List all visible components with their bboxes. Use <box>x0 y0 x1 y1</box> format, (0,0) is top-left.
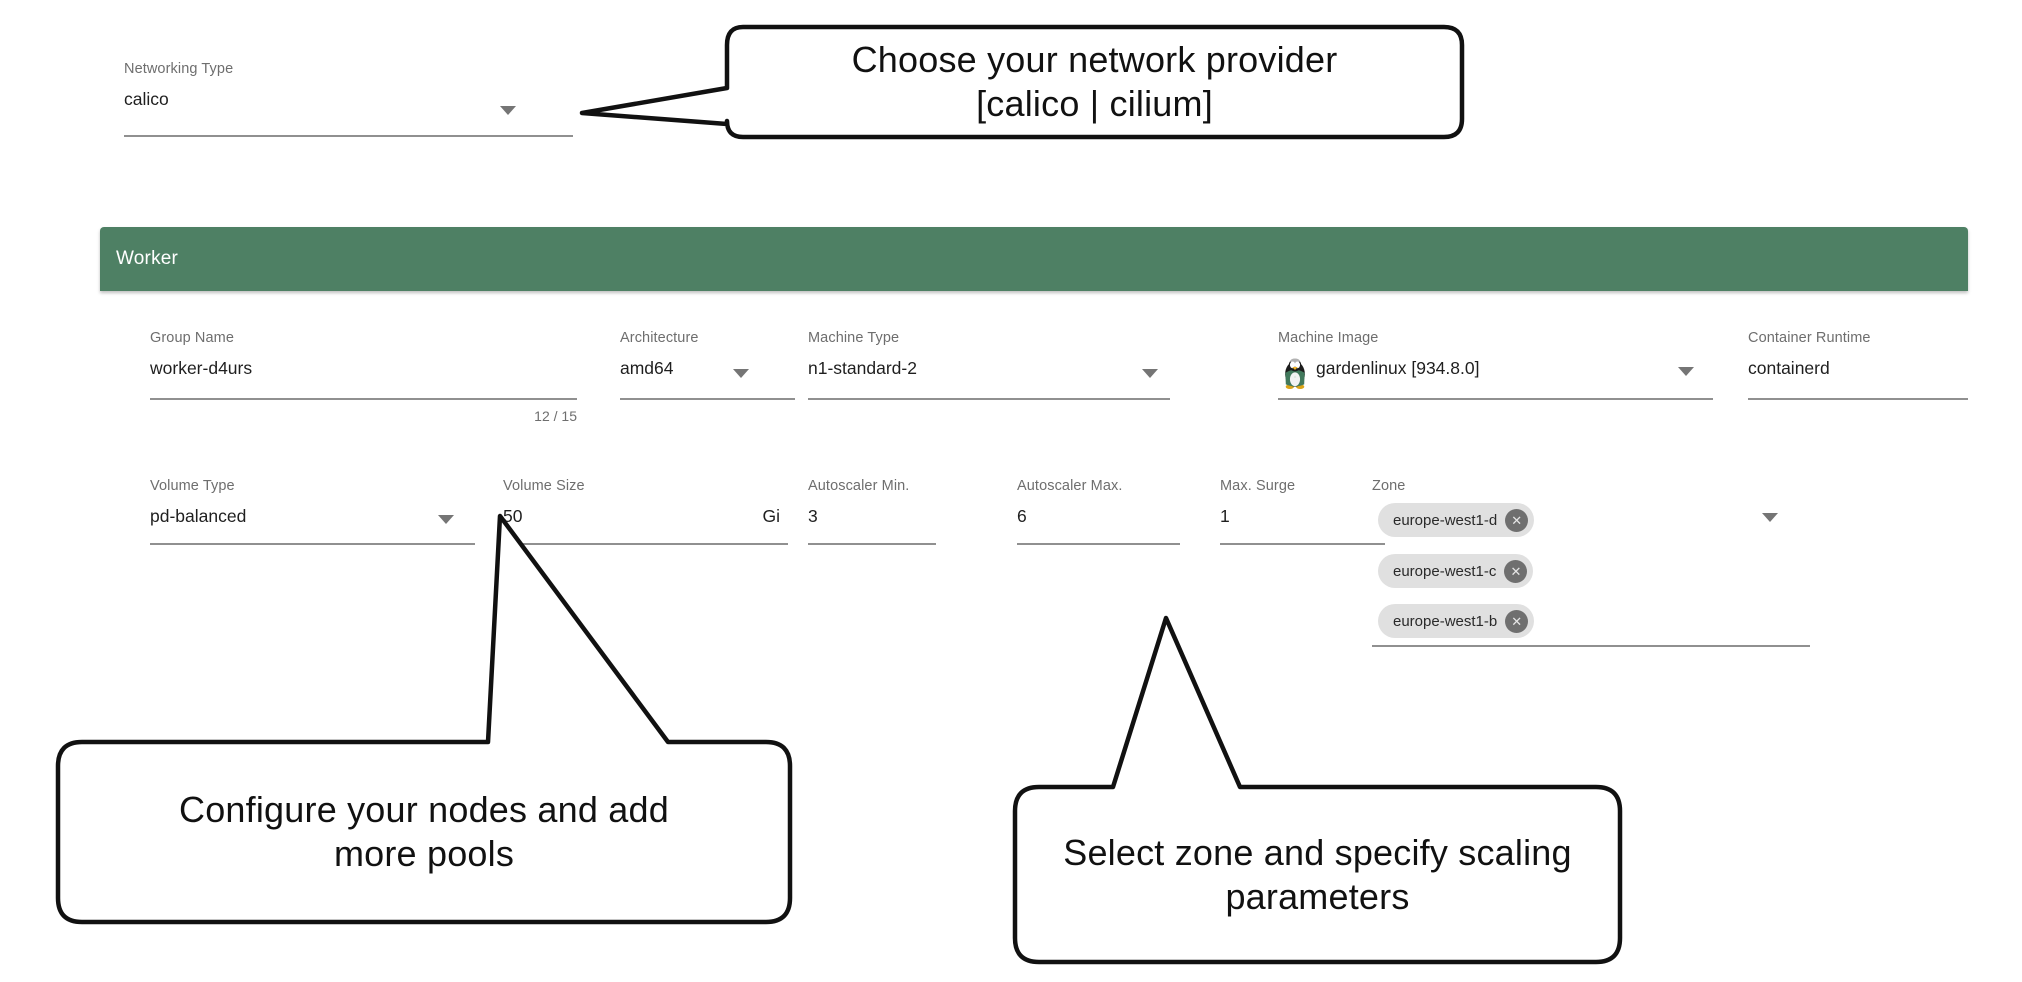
volume-type-value: pd-balanced <box>150 506 247 526</box>
machine-image-value: gardenlinux [934.8.0] <box>1316 358 1480 378</box>
container-runtime-value: containerd <box>1748 358 1830 378</box>
field-underline <box>124 135 573 137</box>
callout-network-text: Choose your network provider [calico | c… <box>727 27 1462 137</box>
field-underline <box>808 543 936 545</box>
chevron-down-icon[interactable] <box>1762 513 1778 522</box>
networking-type-label: Networking Type <box>124 61 234 77</box>
callout-line: Configure your nodes and add <box>179 789 669 830</box>
volume-type-field[interactable]: Volume Type pd-balanced <box>150 477 475 545</box>
autoscaler-max-label: Autoscaler Max. <box>1017 478 1123 494</box>
zone-label: Zone <box>1372 478 1406 494</box>
field-underline <box>1748 398 1968 400</box>
callout-line: more pools <box>333 833 515 874</box>
field-underline <box>1220 543 1385 545</box>
zone-chip-label: europe-west1-d <box>1393 511 1498 529</box>
autoscaler-min-field[interactable]: Autoscaler Min. 3 <box>808 477 936 545</box>
field-underline <box>1017 543 1180 545</box>
field-underline <box>1278 398 1713 400</box>
architecture-field[interactable]: Architecture amd64 <box>620 329 795 400</box>
autoscaler-min-label: Autoscaler Min. <box>808 478 910 494</box>
group-name-label: Group Name <box>150 330 235 346</box>
volume-size-unit: Gi <box>762 506 781 526</box>
worker-section-header: Worker <box>100 227 1968 291</box>
callout-line: parameters <box>1225 875 1410 917</box>
max-surge-value: 1 <box>1220 506 1230 526</box>
autoscaler-min-value: 3 <box>808 506 818 526</box>
volume-type-label: Volume Type <box>150 478 235 494</box>
field-underline <box>620 398 795 400</box>
callout-line: [calico | cilium] <box>976 83 1213 124</box>
chip-remove-icon[interactable]: ✕ <box>1505 609 1529 633</box>
field-underline <box>150 398 577 400</box>
chevron-down-icon[interactable] <box>1142 369 1158 378</box>
volume-size-field[interactable]: Volume Size 50 Gi <box>503 477 788 545</box>
zone-chip: europe-west1-c ✕ <box>1378 554 1534 588</box>
field-underline <box>503 543 788 545</box>
field-underline <box>808 398 1170 400</box>
callout-nodes-text: Configure your nodes and add more pools <box>58 742 790 922</box>
zone-chip: europe-west1-d ✕ <box>1378 503 1535 537</box>
max-surge-field[interactable]: Max. Surge 1 <box>1220 477 1385 545</box>
max-surge-label: Max. Surge <box>1220 478 1296 494</box>
worker-section-title: Worker <box>116 248 179 269</box>
container-runtime-field[interactable]: Container Runtime containerd <box>1748 329 1968 400</box>
chevron-down-icon[interactable] <box>733 369 749 378</box>
machine-image-label: Machine Image <box>1278 330 1379 346</box>
machine-type-value: n1-standard-2 <box>808 358 917 378</box>
callout-line: Choose your network provider <box>851 39 1338 80</box>
volume-size-value: 50 <box>503 506 523 526</box>
machine-type-label: Machine Type <box>808 330 900 346</box>
autoscaler-max-value: 6 <box>1017 506 1027 526</box>
zone-chip-label: europe-west1-b <box>1393 612 1498 630</box>
chip-remove-icon[interactable]: ✕ <box>1504 559 1528 583</box>
zone-chip-label: europe-west1-c <box>1393 562 1497 580</box>
chevron-down-icon[interactable] <box>1678 367 1694 376</box>
group-name-char-counter: 12 / 15 <box>534 408 577 424</box>
networking-type-value: calico <box>124 89 169 109</box>
zone-chip: europe-west1-b ✕ <box>1378 604 1535 638</box>
autoscaler-max-field[interactable]: Autoscaler Max. 6 <box>1017 477 1180 545</box>
chip-remove-icon[interactable]: ✕ <box>1505 508 1529 532</box>
networking-type-field[interactable]: Networking Type calico <box>124 60 573 137</box>
group-name-field[interactable]: Group Name worker-d4urs <box>150 329 577 400</box>
architecture-label: Architecture <box>620 330 699 346</box>
machine-type-field[interactable]: Machine Type n1-standard-2 <box>808 329 1170 400</box>
field-underline <box>150 543 475 545</box>
chevron-down-icon[interactable] <box>500 106 516 115</box>
chevron-down-icon[interactable] <box>438 515 454 524</box>
architecture-value: amd64 <box>620 358 674 378</box>
callout-line: Select zone and specify scaling <box>1063 831 1572 873</box>
callout-zones-text: Select zone and specify scaling paramete… <box>1015 787 1620 962</box>
penguin-icon <box>1285 358 1305 389</box>
group-name-value: worker-d4urs <box>150 358 253 378</box>
container-runtime-label: Container Runtime <box>1748 330 1871 346</box>
volume-size-label: Volume Size <box>503 478 585 494</box>
field-underline <box>1372 645 1810 647</box>
machine-image-field[interactable]: Machine Image gardenlinux [934.8.0] <box>1278 329 1713 400</box>
